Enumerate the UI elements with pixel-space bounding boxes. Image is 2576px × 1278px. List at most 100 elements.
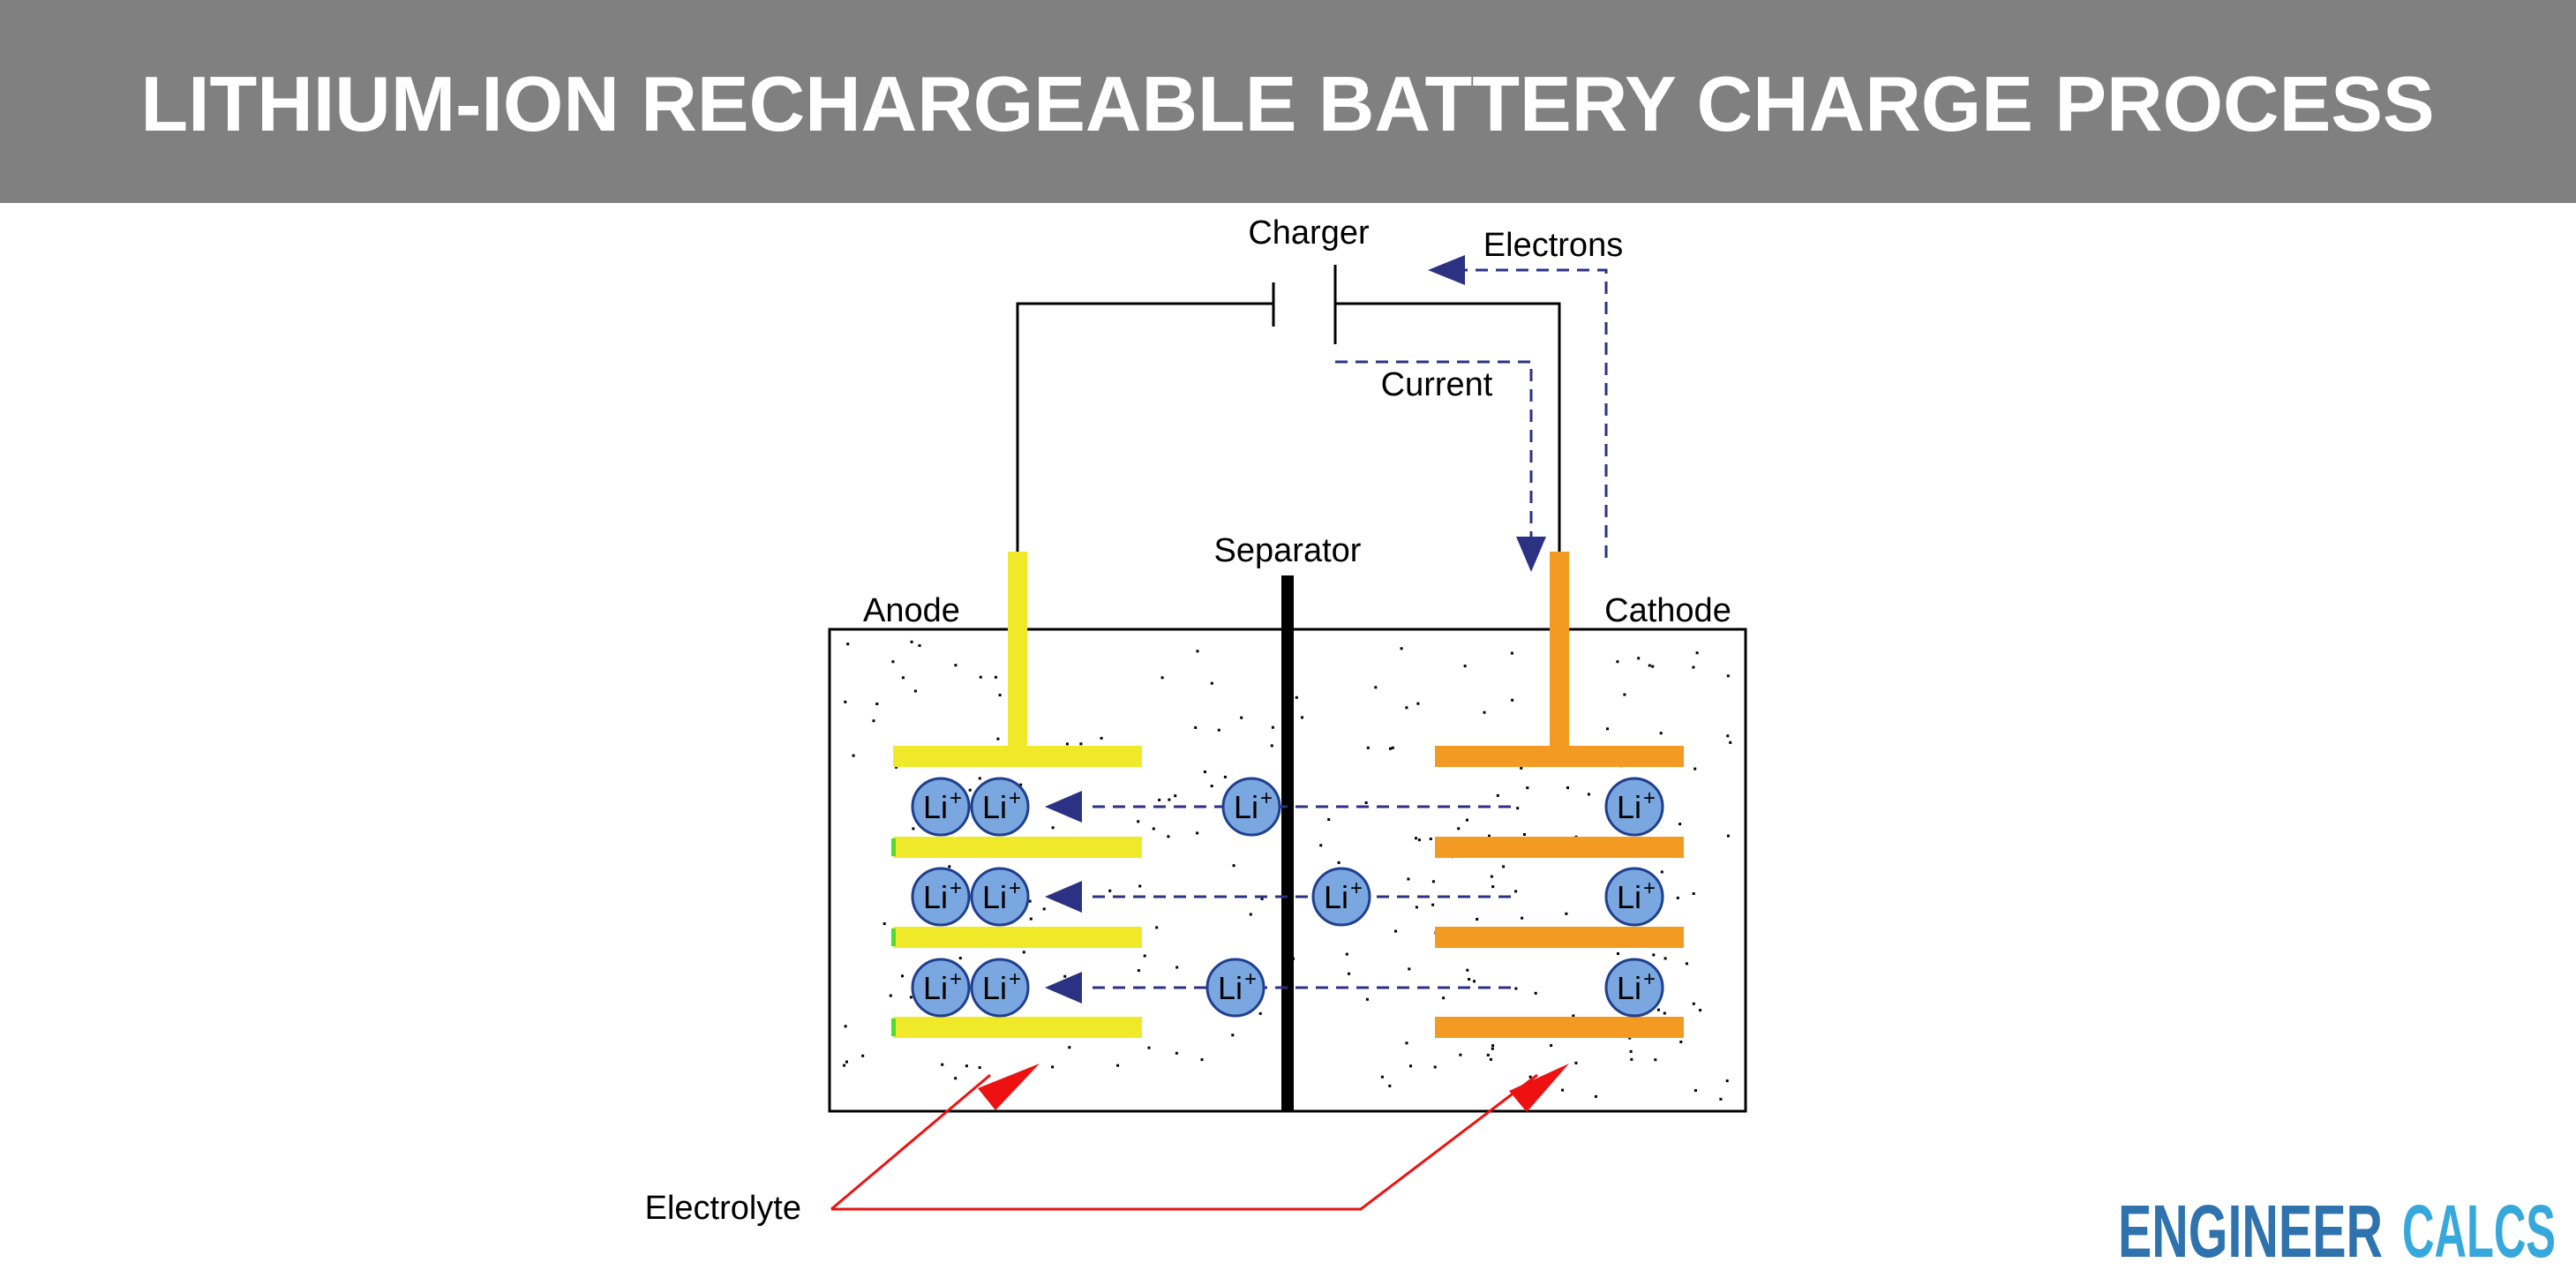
electrolyte-arrows — [830, 1073, 1538, 1211]
anode-terminal — [1008, 552, 1027, 750]
electrolyte-particle — [843, 1064, 846, 1067]
electrolyte-particle — [1365, 997, 1369, 1001]
electrolyte-particle — [941, 1063, 944, 1066]
electrolyte-particle — [1726, 674, 1730, 678]
electrolyte-particle — [1523, 833, 1526, 836]
electrolyte-label: Electrolyte — [645, 1190, 801, 1227]
electrolyte-particle — [1319, 844, 1323, 847]
lithium-ion: Li+ — [970, 958, 1030, 1018]
electrolyte-particle — [996, 737, 1000, 740]
electrolyte-particle — [1511, 698, 1514, 702]
charger-circuit — [1016, 265, 1561, 552]
electrolyte-particle — [1301, 716, 1303, 719]
electrolyte-particle — [1694, 767, 1697, 771]
lithium-ion-label: Li — [923, 789, 948, 825]
lithium-ion-charge: + — [1009, 786, 1021, 810]
electrolyte-particle — [979, 675, 982, 679]
electrolyte-particle — [1143, 954, 1146, 958]
electrolyte-particle — [1168, 798, 1171, 801]
electrolyte-particle — [1476, 918, 1479, 921]
anode-plate — [893, 1017, 1142, 1038]
lithium-ion-charge: + — [950, 967, 962, 991]
electrolyte-particle — [1051, 1065, 1055, 1069]
electrolyte-particle — [872, 719, 875, 723]
cathode-plate — [1435, 837, 1684, 858]
electrolyte-particle — [1491, 1044, 1495, 1048]
electrolyte-particle — [910, 640, 913, 643]
electrolyte-particle — [958, 957, 962, 960]
electrolyte-particle — [901, 974, 904, 978]
anode-plate — [893, 746, 1142, 767]
separator — [1281, 575, 1294, 1112]
electrolyte-particle — [891, 660, 895, 664]
lithium-ion-charge: + — [1009, 967, 1021, 991]
lithium-ion-charge: + — [1643, 967, 1656, 991]
electrolyte-particle — [909, 996, 912, 999]
electrolyte-particle — [1389, 747, 1392, 750]
electrolyte-particle — [1155, 926, 1159, 929]
anode-label: Anode — [863, 592, 960, 629]
electrolyte-particle — [1648, 664, 1651, 667]
electrolyte-particle — [954, 1077, 958, 1080]
electrolyte-particle — [1623, 693, 1626, 696]
electrolyte-particle — [1391, 746, 1394, 749]
electrolyte-particle — [1394, 929, 1397, 933]
electrolyte-particle — [1442, 996, 1446, 1000]
lithium-ion-label: Li — [982, 879, 1007, 915]
electrolyte-particle — [1457, 827, 1461, 831]
electrolyte-particle — [1137, 820, 1140, 823]
electrolyte-particle — [1466, 818, 1468, 822]
electrolyte-particle — [1628, 1036, 1632, 1040]
electrolyte-particle — [1196, 650, 1199, 653]
electrolyte-particle — [1637, 657, 1641, 660]
electrolyte-particle — [1565, 912, 1568, 915]
electrolyte-particle — [1348, 972, 1350, 975]
electrolyte-particle — [1327, 818, 1331, 821]
electrolyte-particle — [1380, 1075, 1384, 1079]
electrolyte-particle — [861, 1054, 865, 1057]
electrolyte-particle — [965, 1064, 968, 1068]
lithium-ion-charge: + — [1244, 967, 1257, 991]
electrolyte-particle — [882, 922, 886, 926]
electrolyte-particle — [1520, 766, 1523, 770]
electrolyte-particle — [1194, 725, 1198, 729]
lithium-ions: Li+Li+Li+Li+Li+Li+Li+Li+Li+Li+Li+Li+ — [911, 777, 1664, 1018]
electrolyte-particle — [1028, 899, 1032, 903]
electrolyte-particle — [1160, 676, 1164, 680]
electrolyte-particle — [1664, 957, 1667, 960]
logo-word-engineer: ENGINEER — [2118, 1190, 2383, 1273]
electrolyte-particle — [1699, 1009, 1702, 1012]
electrolyte-particle — [1468, 978, 1471, 981]
lithium-ion-charge: + — [950, 876, 962, 900]
electrolyte-particle — [1486, 1053, 1490, 1056]
electrolyte-particle — [1429, 838, 1432, 840]
electrolyte-particle — [1685, 962, 1688, 966]
electrolyte-particle — [1692, 1002, 1695, 1005]
electrolyte-particle — [1388, 1084, 1392, 1087]
electrolyte-particle — [1488, 834, 1491, 838]
electrolyte-particle — [1466, 968, 1469, 972]
lithium-ion-label: Li — [1218, 970, 1243, 1006]
electrolyte-particle — [1137, 969, 1140, 973]
electrolyte-particle — [1175, 1051, 1178, 1055]
electrolyte-particle — [1270, 744, 1273, 748]
electrolyte-particle — [852, 754, 855, 757]
lithium-ion-label: Li — [1617, 789, 1641, 825]
lithium-ion: Li+ — [970, 777, 1030, 837]
anode-plate — [893, 837, 1142, 858]
electrolyte-particle — [1138, 884, 1142, 888]
electrolyte-particle — [1606, 727, 1609, 731]
electrolyte-particle — [1679, 1041, 1683, 1043]
electrolyte-particle — [1431, 880, 1435, 883]
electrolyte-particle — [1079, 742, 1083, 746]
electrolyte-particle — [1651, 665, 1655, 668]
anode — [893, 552, 1142, 1038]
electrolyte-particle — [1729, 740, 1732, 744]
electrolyte-particle — [1295, 695, 1298, 699]
electrolyte-particle — [1726, 734, 1730, 738]
electrolyte-particle — [1528, 1075, 1532, 1079]
lithium-ion: Li+ — [911, 777, 971, 837]
current-arrow — [1335, 360, 1533, 547]
electrolyte-particle — [889, 994, 892, 997]
